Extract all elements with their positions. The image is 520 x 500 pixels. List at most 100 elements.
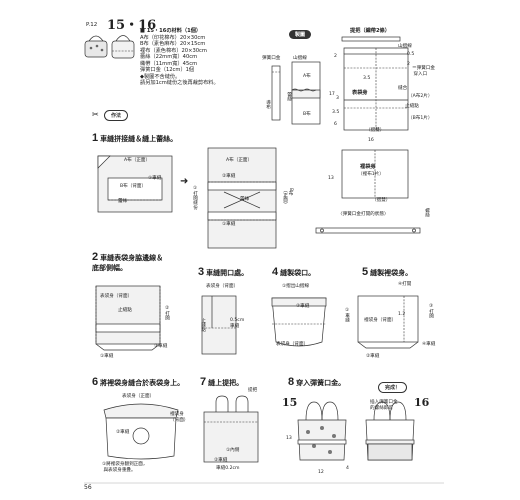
page-rule [84, 482, 444, 484]
handle-strip [341, 36, 401, 42]
dim-3-5-b: 3.5 [332, 110, 340, 115]
a-two-label: （A布2片） [408, 94, 433, 99]
step-5-number: 5 [362, 266, 369, 278]
s2-open: ②打開 [164, 306, 170, 321]
s7-seam: ②車縫 [214, 458, 228, 463]
s1-b-2: B布 （正面） [282, 188, 294, 207]
guide-piece [271, 65, 281, 121]
outer-body-pattern [343, 47, 409, 131]
dim-3-5: 3.5 [363, 76, 371, 81]
handle-label: 提把（織帶2條） [350, 28, 390, 34]
s3-gap: 0.5cm 車縫 [230, 318, 245, 329]
b-cloth-label: B布 [303, 112, 311, 117]
a-cloth-piece [291, 61, 321, 125]
dim-w-12: 12 [318, 470, 324, 475]
a-cloth-label: A布 [303, 74, 311, 79]
s4-fold: ①摺出山摺線 [282, 284, 310, 289]
snap-frame-label: 彈簧口金 [262, 56, 281, 61]
dim-16: 16 [368, 138, 374, 143]
dim-h-13: 13 [286, 436, 292, 441]
dim-2-right: 2 [407, 62, 410, 67]
dim-0-5: 0.5 [407, 52, 415, 57]
s7-handle: 提把 [248, 388, 258, 393]
s4-seam: ②車縫 [296, 304, 310, 309]
s1-lace-2: 蕾絲 [240, 197, 250, 202]
lace-label: 蕾絲 [286, 92, 292, 102]
s2-stop: 止縫點 [118, 308, 132, 313]
step-8-number: 8 [288, 376, 295, 388]
s1-seam-3: ①車縫 [222, 222, 236, 227]
step-2-diagram [95, 285, 161, 351]
s7-width: 車縫0.2cm [216, 466, 240, 471]
s5-open-2: ③打開 [428, 304, 434, 319]
step-1-diagram-a [97, 155, 173, 213]
page-ref: P.12 [86, 22, 98, 28]
s5-1-2: 1.2 [398, 312, 406, 317]
s1-seam-1: ①車縫 [148, 176, 162, 181]
finished-bag-16 [365, 401, 415, 461]
material-item: B布（素色麻布）20×15cm [140, 41, 206, 47]
materials-list: ■ 15・16の材料（1個） A布（印花棉布）20×30cm B布（素色麻布）2… [140, 28, 219, 87]
step-1-diagram-b [207, 147, 277, 249]
s3-stop: 止縫點 [200, 318, 206, 332]
step-1-number: 1 [92, 132, 99, 144]
arrow-icon: ➜ [180, 176, 189, 187]
fold-label: （摺雙） [366, 128, 385, 133]
seam-label: 縫合 [398, 86, 408, 91]
s3-outer: 表袋身（背面） [206, 284, 239, 289]
materials-title: ■ 15・16の材料（1個） [140, 28, 202, 34]
fold-label-2: （摺雙） [372, 198, 391, 203]
snap-frame-diagram [315, 227, 421, 234]
lining-pattern [341, 149, 409, 199]
lining-label: 裡袋身 [360, 164, 376, 170]
finished-15-number: 15 [282, 396, 298, 409]
material-item: 織帶（11mm寬）45cm [140, 60, 198, 67]
pattern-number: 15・16 [107, 18, 157, 33]
frame-open-label: 〈彈簧口金打開的狀態〉 [338, 212, 389, 217]
dim-2-top: 2 [334, 54, 337, 59]
dim-6: 6 [334, 122, 337, 127]
step-4-diagram [271, 297, 327, 347]
s1-open: ①打開縫份 [192, 186, 198, 210]
lining-sub-label: （裡布1片） [358, 172, 384, 177]
material-item: ◆製圖不含縫份。 [140, 73, 181, 80]
step-8-text: 穿入彈簧口金。 [296, 379, 346, 387]
finished-bag-15 [297, 401, 347, 461]
insert-mark-label: ＝彈簧口金 穿入口 [412, 66, 435, 77]
bag-thumbnail-15 [84, 35, 108, 58]
step-4-text: 縫製袋口。 [280, 269, 316, 277]
step-7-number: 7 [200, 376, 207, 388]
page-number: 56 [84, 484, 92, 491]
step-3-diagram [201, 295, 237, 355]
s2-seam-3: ③車縫 [154, 344, 168, 349]
s5-seam-4: ④車縫 [422, 342, 436, 347]
s5-seam-3: ②車縫 [366, 354, 380, 359]
drafting-label: 製圖 [289, 30, 312, 39]
s1-seam-2: ②車縫 [222, 174, 236, 179]
bag-thumbnail-16 [111, 35, 135, 59]
s6-lining: 裡袋身 （背面） [170, 412, 189, 423]
step-7-diagram [203, 395, 259, 463]
dim-17: 17 [329, 92, 335, 97]
s5-seam: ①車縫 [344, 308, 350, 323]
material-item: 彈簧口金（12cm）1個 [140, 67, 195, 73]
s6-note: ①將裡袋身翻到正面， 與表袋身重疊。 [102, 462, 148, 473]
s1-b-front: B布（背面） [120, 184, 147, 189]
step-3-text: 車縫開口處。 [206, 269, 249, 277]
dim-d-4: 4 [346, 466, 349, 471]
material-item: 請另加1cm縫份之後再裁剪布料。 [140, 80, 219, 86]
guide-label: 導布 [265, 100, 271, 110]
step-6-text: 將裡袋身縫合於表袋身上。 [100, 379, 185, 387]
finished-16-number: 16 [414, 396, 430, 409]
step-4-number: 4 [272, 266, 279, 278]
material-item: A布（印花棉布）20×30cm [140, 34, 206, 41]
s1-a-front: A布（正面） [124, 158, 151, 163]
